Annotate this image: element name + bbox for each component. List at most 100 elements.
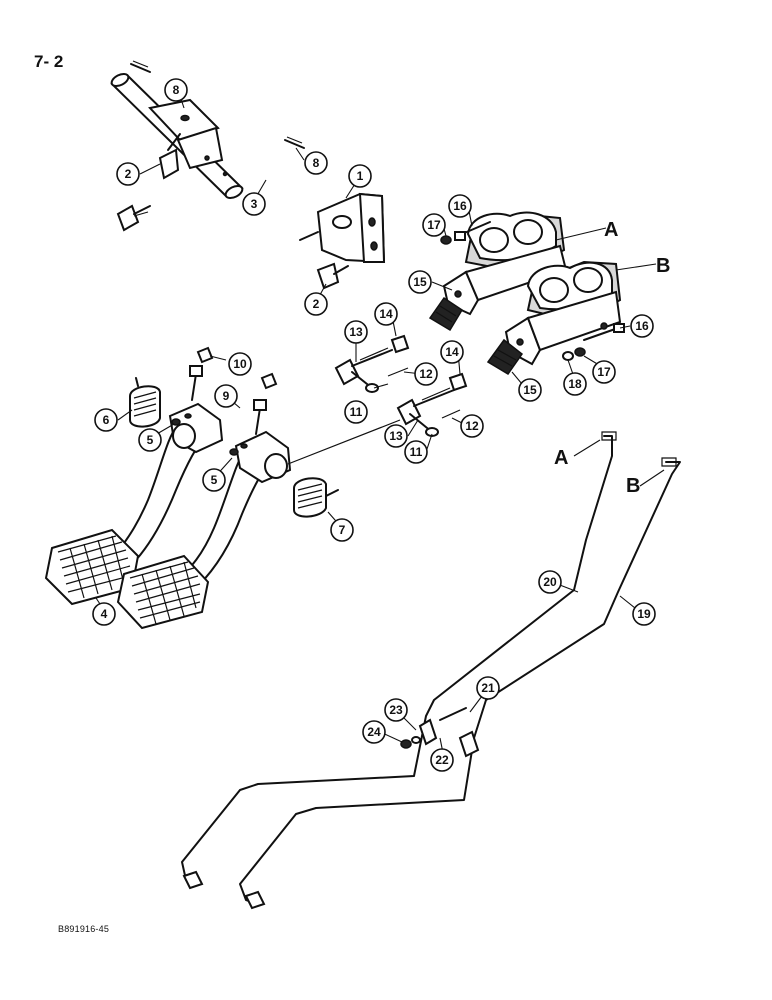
callout-17: 17 <box>422 213 446 237</box>
callout-14: 14 <box>440 340 464 364</box>
callout-11: 11 <box>344 400 368 424</box>
clevis-pin-upper <box>351 371 379 393</box>
cross-shaft <box>110 72 244 200</box>
svg-text:19: 19 <box>637 607 651 621</box>
callout-8: 8 <box>304 151 328 175</box>
callout-19: 19 <box>632 602 656 626</box>
callout-20: 20 <box>538 570 562 594</box>
svg-text:12: 12 <box>419 367 433 381</box>
callout-10: 10 <box>228 352 252 376</box>
svg-text:22: 22 <box>435 753 449 767</box>
callout-15: 15 <box>408 270 432 294</box>
cotter-pin-lower <box>441 409 461 419</box>
bolt-bracket <box>316 262 349 290</box>
svg-text:2: 2 <box>313 297 320 311</box>
svg-text:16: 16 <box>453 199 467 213</box>
svg-text:14: 14 <box>379 307 393 321</box>
svg-text:16: 16 <box>635 319 649 333</box>
svg-text:15: 15 <box>413 275 427 289</box>
nut-lower <box>448 372 468 392</box>
callout-6: 6 <box>94 408 118 432</box>
bushing-right <box>229 443 248 456</box>
callout-18: 18 <box>563 372 587 396</box>
svg-text:5: 5 <box>211 473 218 487</box>
svg-text:15: 15 <box>523 383 537 397</box>
nut-10-lower <box>260 372 278 390</box>
label-b-line: B <box>626 475 640 497</box>
return-spring-left <box>129 377 161 428</box>
mounting-bracket <box>299 192 386 264</box>
nut-upper <box>390 334 410 354</box>
callout-1: 1 <box>348 164 372 188</box>
clevis-upper <box>334 347 393 386</box>
page-number: 7- 2 <box>34 52 64 71</box>
brake-line-a <box>181 431 617 890</box>
svg-text:9: 9 <box>223 389 230 403</box>
pedal-right <box>116 430 292 630</box>
callout-22: 22 <box>430 748 454 772</box>
svg-text:3: 3 <box>251 197 258 211</box>
callout-5: 5 <box>138 428 162 452</box>
boot-a <box>428 296 464 332</box>
svg-text:2: 2 <box>125 167 132 181</box>
nut-10-upper <box>196 346 214 364</box>
return-spring-right <box>293 477 339 518</box>
clevis-lower <box>396 387 455 426</box>
callout-7: 7 <box>330 518 354 542</box>
svg-text:13: 13 <box>349 325 363 339</box>
svg-text:1: 1 <box>357 169 364 183</box>
roll-pin-upper <box>130 60 151 73</box>
svg-text:13: 13 <box>389 429 403 443</box>
callout-17: 17 <box>592 360 616 384</box>
svg-text:5: 5 <box>147 433 154 447</box>
svg-text:10: 10 <box>233 357 247 371</box>
boot-b <box>486 338 524 376</box>
svg-text:7: 7 <box>339 523 346 537</box>
callout-2: 2 <box>304 292 328 316</box>
pivot-bolt-right <box>253 399 267 435</box>
callout-13: 13 <box>384 424 408 448</box>
bolt-16-lower <box>583 323 625 341</box>
pivot-bolt-left <box>189 365 203 401</box>
svg-text:11: 11 <box>410 445 423 459</box>
master-cylinder-a <box>442 211 568 316</box>
svg-text:11: 11 <box>350 405 363 419</box>
label-a-cylinder: A <box>604 219 618 241</box>
svg-text:8: 8 <box>173 83 180 97</box>
callout-2: 2 <box>116 162 140 186</box>
washer-17-upper <box>440 235 452 245</box>
callout-13: 13 <box>344 320 368 344</box>
callout-23: 23 <box>384 698 408 722</box>
label-a-line: A <box>554 447 568 469</box>
svg-text:18: 18 <box>568 377 582 391</box>
pushrod-alignment-line <box>287 419 401 465</box>
bolt-lower-left <box>116 204 151 232</box>
callout-5: 5 <box>202 468 226 492</box>
svg-text:17: 17 <box>597 365 611 379</box>
svg-text:20: 20 <box>543 575 557 589</box>
washer-18 <box>562 351 574 361</box>
callout-16: 16 <box>448 194 472 218</box>
label-b-cylinder: B <box>656 255 670 277</box>
clevis-pin-lower <box>409 413 439 437</box>
callout-24: 24 <box>362 720 386 744</box>
line-clamp <box>400 707 480 758</box>
washer-17-lower <box>574 347 586 357</box>
callout-12: 12 <box>460 414 484 438</box>
svg-text:8: 8 <box>313 156 320 170</box>
figure-code: B891916-45 <box>58 924 110 934</box>
bolt-16-upper <box>454 221 491 241</box>
svg-text:6: 6 <box>103 413 110 427</box>
callout-16: 16 <box>630 314 654 338</box>
svg-text:23: 23 <box>389 703 403 717</box>
bolt-upper <box>158 133 181 180</box>
callout-14: 14 <box>374 302 398 326</box>
callout-12: 12 <box>414 362 438 386</box>
svg-text:14: 14 <box>445 345 459 359</box>
callout-8: 8 <box>164 78 188 102</box>
master-cylinder-b <box>504 260 622 366</box>
bushing-left <box>171 413 192 426</box>
brake-line-b <box>239 457 681 910</box>
cotter-pin-upper <box>387 367 409 377</box>
svg-text:17: 17 <box>427 218 441 232</box>
